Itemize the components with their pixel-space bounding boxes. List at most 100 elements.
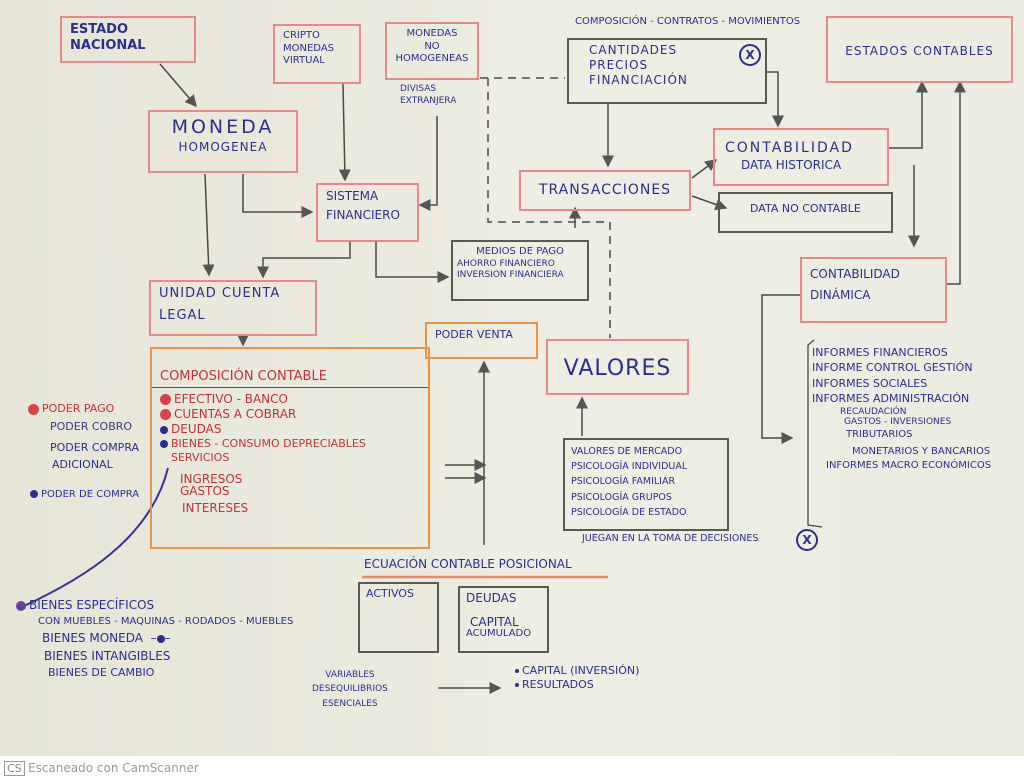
divisas-text: DIVISAS EXTRANJERA: [400, 84, 456, 107]
composicion-title: COMPOSICIÓN CONTABLE: [152, 369, 428, 389]
comp-item-label: EFECTIVO - BANCO: [174, 392, 288, 407]
variables-line: VARIABLES: [325, 670, 375, 680]
node-deudas-capital: DEUDAS CAPITAL ACUMULADO: [458, 586, 549, 653]
node-label: CAPITAL: [470, 615, 519, 629]
node-label: ESTADOS CONTABLES: [845, 44, 994, 58]
node-label: CANTIDADES: [589, 43, 678, 57]
node-composicion-contable: COMPOSICIÓN CONTABLE EFECTIVO - BANCO CU…: [150, 347, 430, 549]
camscanner-logo: CS: [4, 761, 25, 776]
node-poder-venta: PODER VENTA: [425, 322, 538, 359]
node-label: CRIPTO: [283, 30, 320, 41]
informe-item: INFORME CONTROL GESTIÓN: [812, 361, 973, 375]
comp-item: BIENES - CONSUMO DEPRECIABLES: [160, 437, 420, 451]
comp-item: EFECTIVO - BANCO: [160, 392, 420, 407]
resultado-label: CAPITAL (INVERSIÓN): [522, 664, 640, 677]
node-transacciones: TRANSACCIONES: [519, 170, 691, 211]
node-label: NO: [424, 40, 440, 52]
left-label-adicional: ADICIONAL: [52, 458, 113, 471]
resultados-list: CAPITAL (INVERSIÓN) RESULTADOS: [515, 664, 639, 693]
node-estado-nacional: ESTADO NACIONAL: [60, 16, 196, 63]
node-label: UNIDAD CUENTA: [159, 286, 281, 301]
juegan-text: JUEGAN EN LA TOMA DE DECISIONES: [582, 533, 759, 544]
informe-item: GASTOS - INVERSIONES: [844, 417, 952, 428]
node-label: HOMOGENEAS: [395, 53, 469, 64]
informe-item: TRIBUTARIOS: [846, 429, 913, 441]
informe-item: MONETARIOS Y BANCARIOS: [852, 446, 991, 458]
valores-item: PSICOLOGÍA GRUPOS: [571, 491, 672, 503]
x-circle-icon: X: [796, 529, 818, 551]
node-label: ESTADO: [70, 22, 129, 37]
node-label: CONTABILIDAD: [725, 140, 854, 156]
variables-line: DESEQUILIBRIOS: [312, 684, 388, 695]
bienes-item: BIENES DE CAMBIO: [48, 666, 155, 679]
footer-text: Escaneado con CamScanner: [28, 761, 199, 775]
node-label: MONEDAS: [406, 28, 458, 39]
valores-item: VALORES DE MERCADO: [571, 446, 683, 457]
label-text: PODER PAGO: [42, 402, 115, 415]
variables-line: ESENCIALES: [322, 698, 378, 709]
node-label: TRANSACCIONES: [538, 182, 672, 198]
resultado-label: RESULTADOS: [522, 678, 594, 692]
comp-item: SERVICIOS: [171, 451, 230, 464]
node-label: ACUMULADO: [466, 628, 532, 639]
node-label: SISTEMA: [326, 189, 379, 203]
comp-item: GASTOS: [180, 483, 230, 498]
bienes-item: BIENES ESPECÍFICOS: [16, 596, 293, 614]
node-label: CONTABILIDAD: [810, 267, 900, 281]
divisas-line: DIVISAS: [400, 84, 437, 94]
informe-item: RECAUDACIÓN: [840, 406, 907, 417]
node-label: LEGAL: [159, 308, 206, 324]
comp-item-label: BIENES - CONSUMO DEPRECIABLES: [171, 437, 366, 451]
node-label: PRECIOS: [589, 58, 649, 72]
ecuacion-title: ECUACIÓN CONTABLE POSICIONAL: [364, 557, 572, 571]
valores-item: PSICOLOGÍA FAMILIAR: [571, 476, 676, 488]
x-circle-icon: X: [739, 44, 761, 66]
node-monedas-no-homogeneas: MONEDAS NO HOMOGENEAS: [385, 22, 479, 80]
node-label: ACTIVOS: [366, 587, 414, 600]
connector-lines: [23, 63, 966, 694]
valores-item: PSICOLOGÍA DE ESTADO: [571, 506, 687, 518]
node-contabilidad-historica: CONTABILIDAD DATA HISTORICA: [713, 128, 889, 186]
comp-item: INGRESOS: [180, 471, 243, 486]
informe-item: INFORMES FINANCIEROS: [812, 346, 948, 359]
node-label: VALORES: [563, 356, 672, 381]
informe-item: INFORMES MACRO ECONÓMICOS: [826, 460, 992, 472]
left-label-poder-de-compra: PODER DE COMPRA: [30, 488, 139, 501]
node-moneda-homogenea: MONEDA HOMOGENEA: [148, 110, 298, 173]
left-label-poder-cobro: PODER COBRO: [50, 420, 133, 433]
resultado-item: RESULTADOS: [515, 678, 639, 692]
comp-item-label: DEUDAS: [171, 422, 222, 437]
top-caption: COMPOSICIÓN - CONTRATOS - MOVIMIENTOS: [575, 16, 801, 27]
left-label-poder-compra: PODER COMPRA: [50, 441, 140, 454]
node-data-no-contable: DATA NO CONTABLE: [718, 192, 893, 233]
node-contabilidad-dinamica: CONTABILIDAD DINÁMICA: [800, 257, 947, 323]
bienes-item: BIENES INTANGIBLES: [44, 649, 171, 663]
bienes-list: BIENES ESPECÍFICOS CON MUEBLES - MAQUINA…: [16, 596, 293, 682]
left-label-poder-pago: PODER PAGO: [28, 402, 114, 416]
node-label: DATA HISTORICA: [741, 157, 842, 172]
divisas-line: EXTRANJERA: [400, 95, 457, 106]
comp-item: DEUDAS: [160, 422, 420, 437]
node-label: MONEDAS: [283, 42, 335, 54]
bienes-item: BIENES MONEDA ––: [42, 631, 171, 645]
node-label: MEDIOS DE PAGO: [476, 246, 564, 257]
node-label: FINANCIACIÓN: [589, 73, 688, 87]
node-label: MONEDA: [171, 116, 275, 138]
resultado-item: CAPITAL (INVERSIÓN): [515, 664, 639, 678]
node-cantidades: CANTIDADES PRECIOS FINANCIACIÓN: [567, 38, 767, 104]
informe-item: INFORMES ADMINISTRACIÓN: [812, 392, 970, 406]
label-text: PODER DE COMPRA: [41, 489, 140, 500]
bienes-label: BIENES ESPECÍFICOS: [29, 598, 155, 612]
node-label: INVERSION FINANCIERA: [457, 269, 564, 280]
informe-item: INFORMES SOCIALES: [812, 376, 928, 390]
node-label: DINÁMICA: [810, 288, 871, 302]
node-activos: ACTIVOS: [358, 582, 439, 653]
node-estados-contables: ESTADOS CONTABLES: [826, 16, 1013, 83]
comp-item-label: CUENTAS A COBRAR: [174, 407, 297, 422]
node-label: PODER VENTA: [435, 328, 513, 341]
scan-footer: CS Escaneado con CamScanner: [0, 756, 1024, 783]
node-label: AHORRO FINANCIERO: [457, 258, 555, 269]
node-label: VIRTUAL: [283, 55, 325, 66]
node-label: DEUDAS: [466, 591, 517, 605]
bienes-label: BIENES MONEDA: [42, 631, 143, 645]
